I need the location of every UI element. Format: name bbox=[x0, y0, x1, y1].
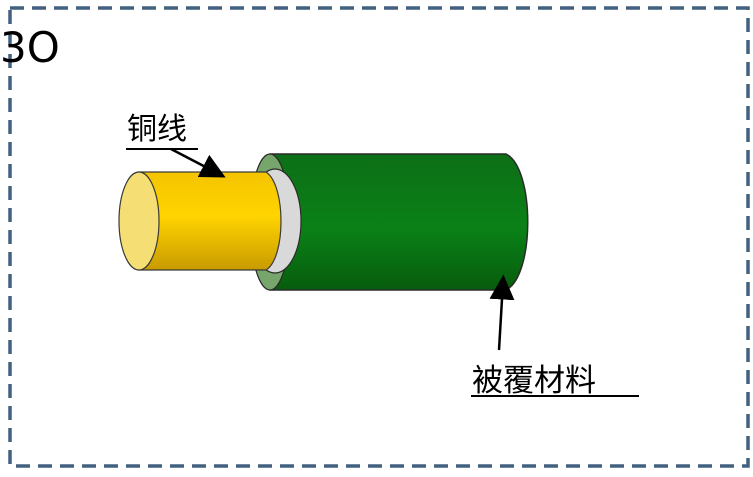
copper-wire-body bbox=[138, 171, 282, 271]
coating-material-label: 被覆材料 bbox=[472, 363, 596, 399]
copper-wire-label: 铜线 bbox=[127, 112, 187, 147]
copper-wire-end bbox=[118, 171, 160, 271]
coating-material-pointer bbox=[489, 274, 515, 351]
dashed-border bbox=[8, 6, 750, 468]
outer-jacket bbox=[269, 153, 529, 291]
corner-label: 3O bbox=[0, 23, 60, 72]
copper-wire-pointer bbox=[170, 147, 226, 178]
